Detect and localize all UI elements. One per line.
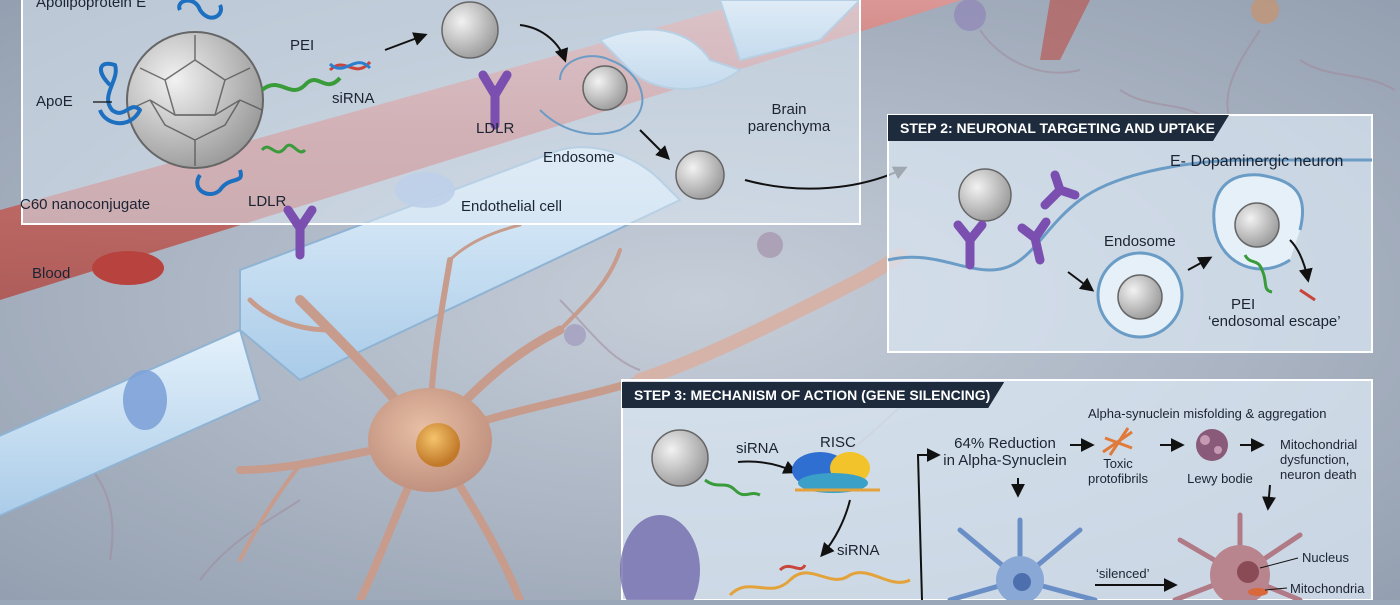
flow-arrow — [1187, 256, 1213, 271]
endosome-label: Endosome — [543, 149, 615, 166]
flow-arrow — [384, 32, 428, 51]
background-neuron — [954, 0, 986, 31]
pei-polymer — [1243, 254, 1273, 294]
main-neuron — [236, 223, 907, 604]
ldlr-label: LDLR — [476, 120, 515, 137]
risc-label: RISC — [820, 434, 856, 451]
background-neuron — [564, 324, 586, 346]
c60-particle — [441, 1, 499, 59]
sirna-strand — [328, 61, 372, 70]
brain-parenchyma-label: Brain parenchyma — [747, 101, 831, 135]
endothelial-cell — [0, 328, 262, 517]
c60-nanoconjugate-label: C60 nanoconjugate — [20, 196, 151, 213]
background-neuron — [1251, 0, 1279, 24]
lewy-body-label: Lewy bodie — [1187, 471, 1253, 486]
pei-label: PEI — [290, 37, 315, 54]
c60-particle — [1234, 202, 1280, 248]
reduction-label: 64% Reduction in Alpha-Synuclein — [943, 435, 1067, 469]
background-neurites — [59, 29, 1396, 581]
nucleus-label: Nucleus — [1302, 550, 1349, 565]
ldlr-receptor — [478, 70, 512, 130]
endosomal-escape-label: ‘endosomal escape’ — [1208, 313, 1341, 330]
cell-nucleus — [620, 515, 700, 605]
c60-particle — [958, 168, 1012, 222]
sirna-label: siRNA — [332, 90, 375, 107]
flow-arrow — [519, 24, 569, 63]
mitochondrial-dysfunction-label: Mitochondrial dysfunction, neuron death — [1280, 437, 1358, 482]
healthy-neuron — [947, 517, 1098, 604]
apoe-protein — [98, 0, 243, 196]
flow-arrow — [1067, 271, 1095, 292]
neuron-membrane — [887, 158, 1372, 272]
silenced-label: ‘silenced’ — [1096, 566, 1150, 581]
sirna-label: siRNA — [736, 440, 779, 457]
ldlr-receptor — [953, 170, 1080, 270]
pei-polymer — [260, 143, 307, 154]
flow-arrow — [737, 460, 798, 474]
diseased-neuron — [1172, 512, 1303, 605]
toxic-protofibrils-label: Toxic protofibrils — [1088, 456, 1148, 486]
mitochondria-label: Mitochondria — [1290, 581, 1365, 596]
pei-polymer — [260, 76, 342, 92]
c60-particle — [582, 65, 628, 111]
ldlr-label: LDLR — [248, 193, 287, 210]
flow-arrow — [820, 499, 851, 558]
c60-particle — [675, 150, 725, 200]
c60-particle — [651, 429, 709, 487]
risc-complex — [792, 452, 880, 493]
pei-label: PEI — [1231, 296, 1256, 313]
blood-label: Blood — [32, 265, 71, 282]
endosome-label: Endosome — [1104, 233, 1176, 250]
mrna-strand — [728, 571, 911, 597]
pei-polymer — [704, 478, 761, 497]
flow-arrow — [916, 448, 941, 601]
step2-header: STEP 2: NEURONAL TARGETING AND UPTAKE — [888, 115, 1229, 141]
endosome-membrane — [539, 55, 644, 135]
ldlr-receptor — [283, 205, 317, 260]
flow-arrow — [1289, 239, 1313, 283]
endothelial-cell-label: Endothelial cell — [461, 198, 562, 215]
flow-arrow — [1261, 484, 1276, 511]
red-blood-cell — [92, 251, 164, 285]
dopaminergic-neuron-label: E- Dopaminergic neuron — [1170, 153, 1344, 170]
sirna-label: siRNA — [837, 542, 880, 559]
lewy-body-icon — [1196, 429, 1228, 461]
sirna-strand — [778, 564, 807, 572]
c60-particle — [1117, 274, 1163, 320]
capillary — [1040, 0, 1090, 60]
sirna-strand — [1299, 288, 1316, 302]
nucleus-leader — [1259, 557, 1299, 569]
toxic-protofibrils-icon — [1102, 427, 1133, 456]
misfolding-label: Alpha-synuclein misfolding & aggregation — [1088, 406, 1327, 421]
mitochondria-leader — [1264, 587, 1288, 591]
endothelial-nucleus — [123, 370, 167, 430]
step3-header: STEP 3: MECHANISM OF ACTION (GENE SILENC… — [622, 382, 1004, 408]
flow-arrow — [639, 129, 670, 160]
background-neuron — [757, 232, 783, 258]
apoe-label: ApoE — [36, 93, 73, 110]
apolipoprotein-label: Apolipoprotein E — [36, 0, 147, 11]
c60-nanoconjugate — [126, 31, 264, 169]
